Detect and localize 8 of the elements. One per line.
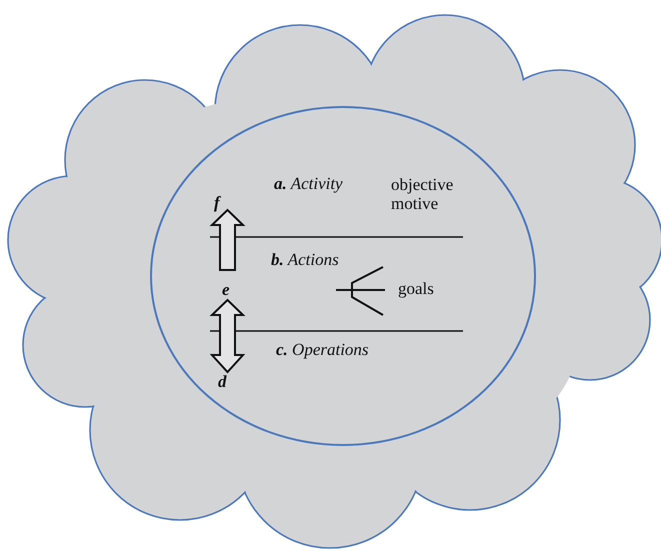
level-note: goals (398, 280, 434, 299)
arrow-letter: e (222, 281, 230, 300)
level-label: c. Operations (276, 341, 369, 360)
level-note: objective motive (391, 176, 454, 214)
level-label: a. Activity (274, 175, 343, 194)
arrow-letter: f (214, 194, 220, 213)
arrow-letter: d (218, 373, 226, 392)
level-label: b. Actions (271, 251, 339, 270)
